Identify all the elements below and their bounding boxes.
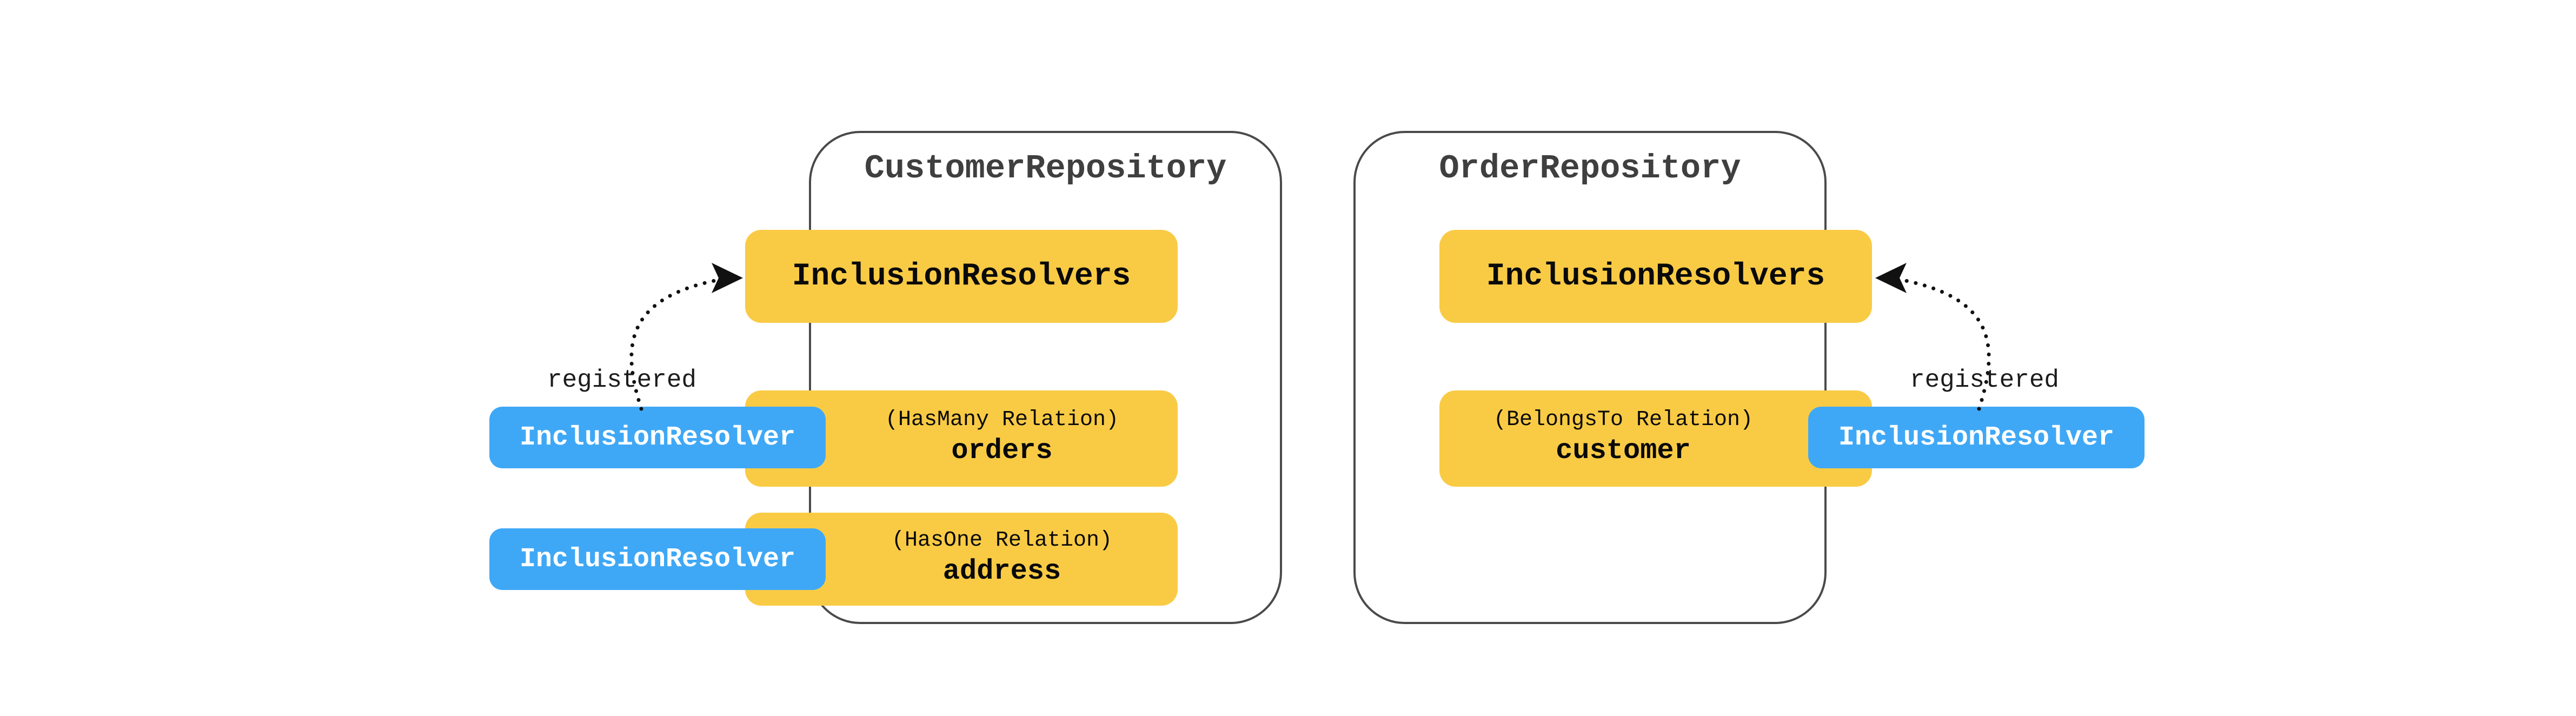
inclusion-resolvers-box-customer: InclusionResolvers — [745, 230, 1178, 323]
resolver-chip-address: InclusionResolver — [489, 528, 826, 590]
relation-box-orders: (HasMany Relation) orders — [745, 390, 1178, 487]
relation-name-label: customer — [1556, 435, 1691, 467]
repository-box-customer: CustomerRepository — [809, 131, 1282, 624]
resolver-chip-label: InclusionResolver — [1838, 422, 2115, 453]
registered-label-right: registered — [1909, 366, 2060, 394]
inclusion-resolvers-label: InclusionResolvers — [792, 258, 1131, 294]
relation-kind-label: (HasMany Relation) — [885, 408, 1119, 433]
resolver-chip-label: InclusionResolver — [519, 422, 796, 453]
resolver-chip-customer: InclusionResolver — [1808, 407, 2145, 468]
arrowhead-right-icon — [712, 263, 743, 293]
repository-box-order: OrderRepository — [1353, 131, 1827, 624]
relation-kind-label: (HasOne Relation) — [891, 528, 1113, 553]
resolver-chip-label: InclusionResolver — [519, 543, 796, 575]
repository-title-customer: CustomerRepository — [864, 149, 1227, 188]
registered-label-left: registered — [547, 366, 697, 394]
inclusion-resolvers-box-order: InclusionResolvers — [1439, 230, 1872, 323]
repository-title-order: OrderRepository — [1439, 149, 1741, 188]
relation-name-label: orders — [951, 435, 1053, 467]
relation-box-customer: (BelongsTo Relation) customer — [1439, 390, 1872, 487]
relation-name-label: address — [942, 555, 1061, 588]
resolver-chip-orders: InclusionResolver — [489, 407, 826, 468]
relation-kind-label: (BelongsTo Relation) — [1493, 408, 1754, 433]
inclusion-resolvers-label: InclusionResolvers — [1486, 258, 1825, 294]
arrowhead-left-icon — [1875, 263, 1907, 293]
